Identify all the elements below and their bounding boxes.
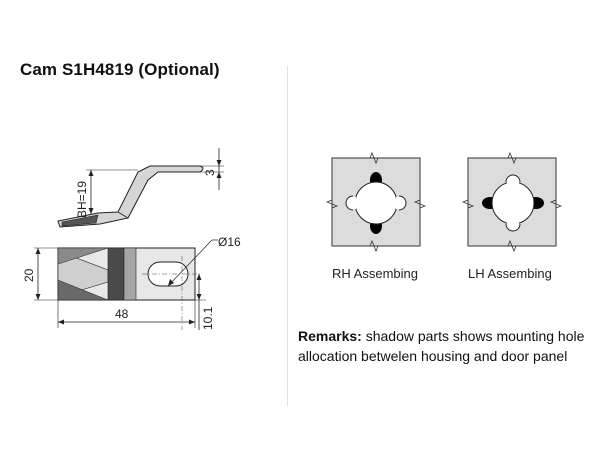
rh-caption: RH Assembing	[332, 266, 418, 281]
cam-top-view: Ø16 20 48 10.1	[22, 235, 241, 330]
thickness-dimension: 3	[203, 169, 217, 176]
bh-dimension: BH=19	[75, 181, 89, 218]
remarks-note: Remarks: shadow parts shows mounting hol…	[298, 326, 598, 366]
remarks-label: Remarks:	[298, 328, 362, 344]
vertical-divider	[287, 66, 288, 406]
rh-assembling-figure	[325, 151, 427, 253]
page-title: Cam S1H4819 (Optional)	[20, 60, 220, 79]
hole-diameter-dimension: Ø16	[218, 235, 241, 249]
lh-assembling-figure	[461, 151, 563, 253]
height-dimension: 20	[22, 268, 36, 282]
remarks-text: shadow parts shows mounting hole allocat…	[298, 328, 585, 364]
cam-side-view: BH=19 3	[57, 148, 224, 228]
lh-caption: LH Assembing	[468, 266, 552, 281]
offset-dimension: 10.1	[201, 306, 215, 330]
length-dimension: 48	[115, 307, 129, 321]
